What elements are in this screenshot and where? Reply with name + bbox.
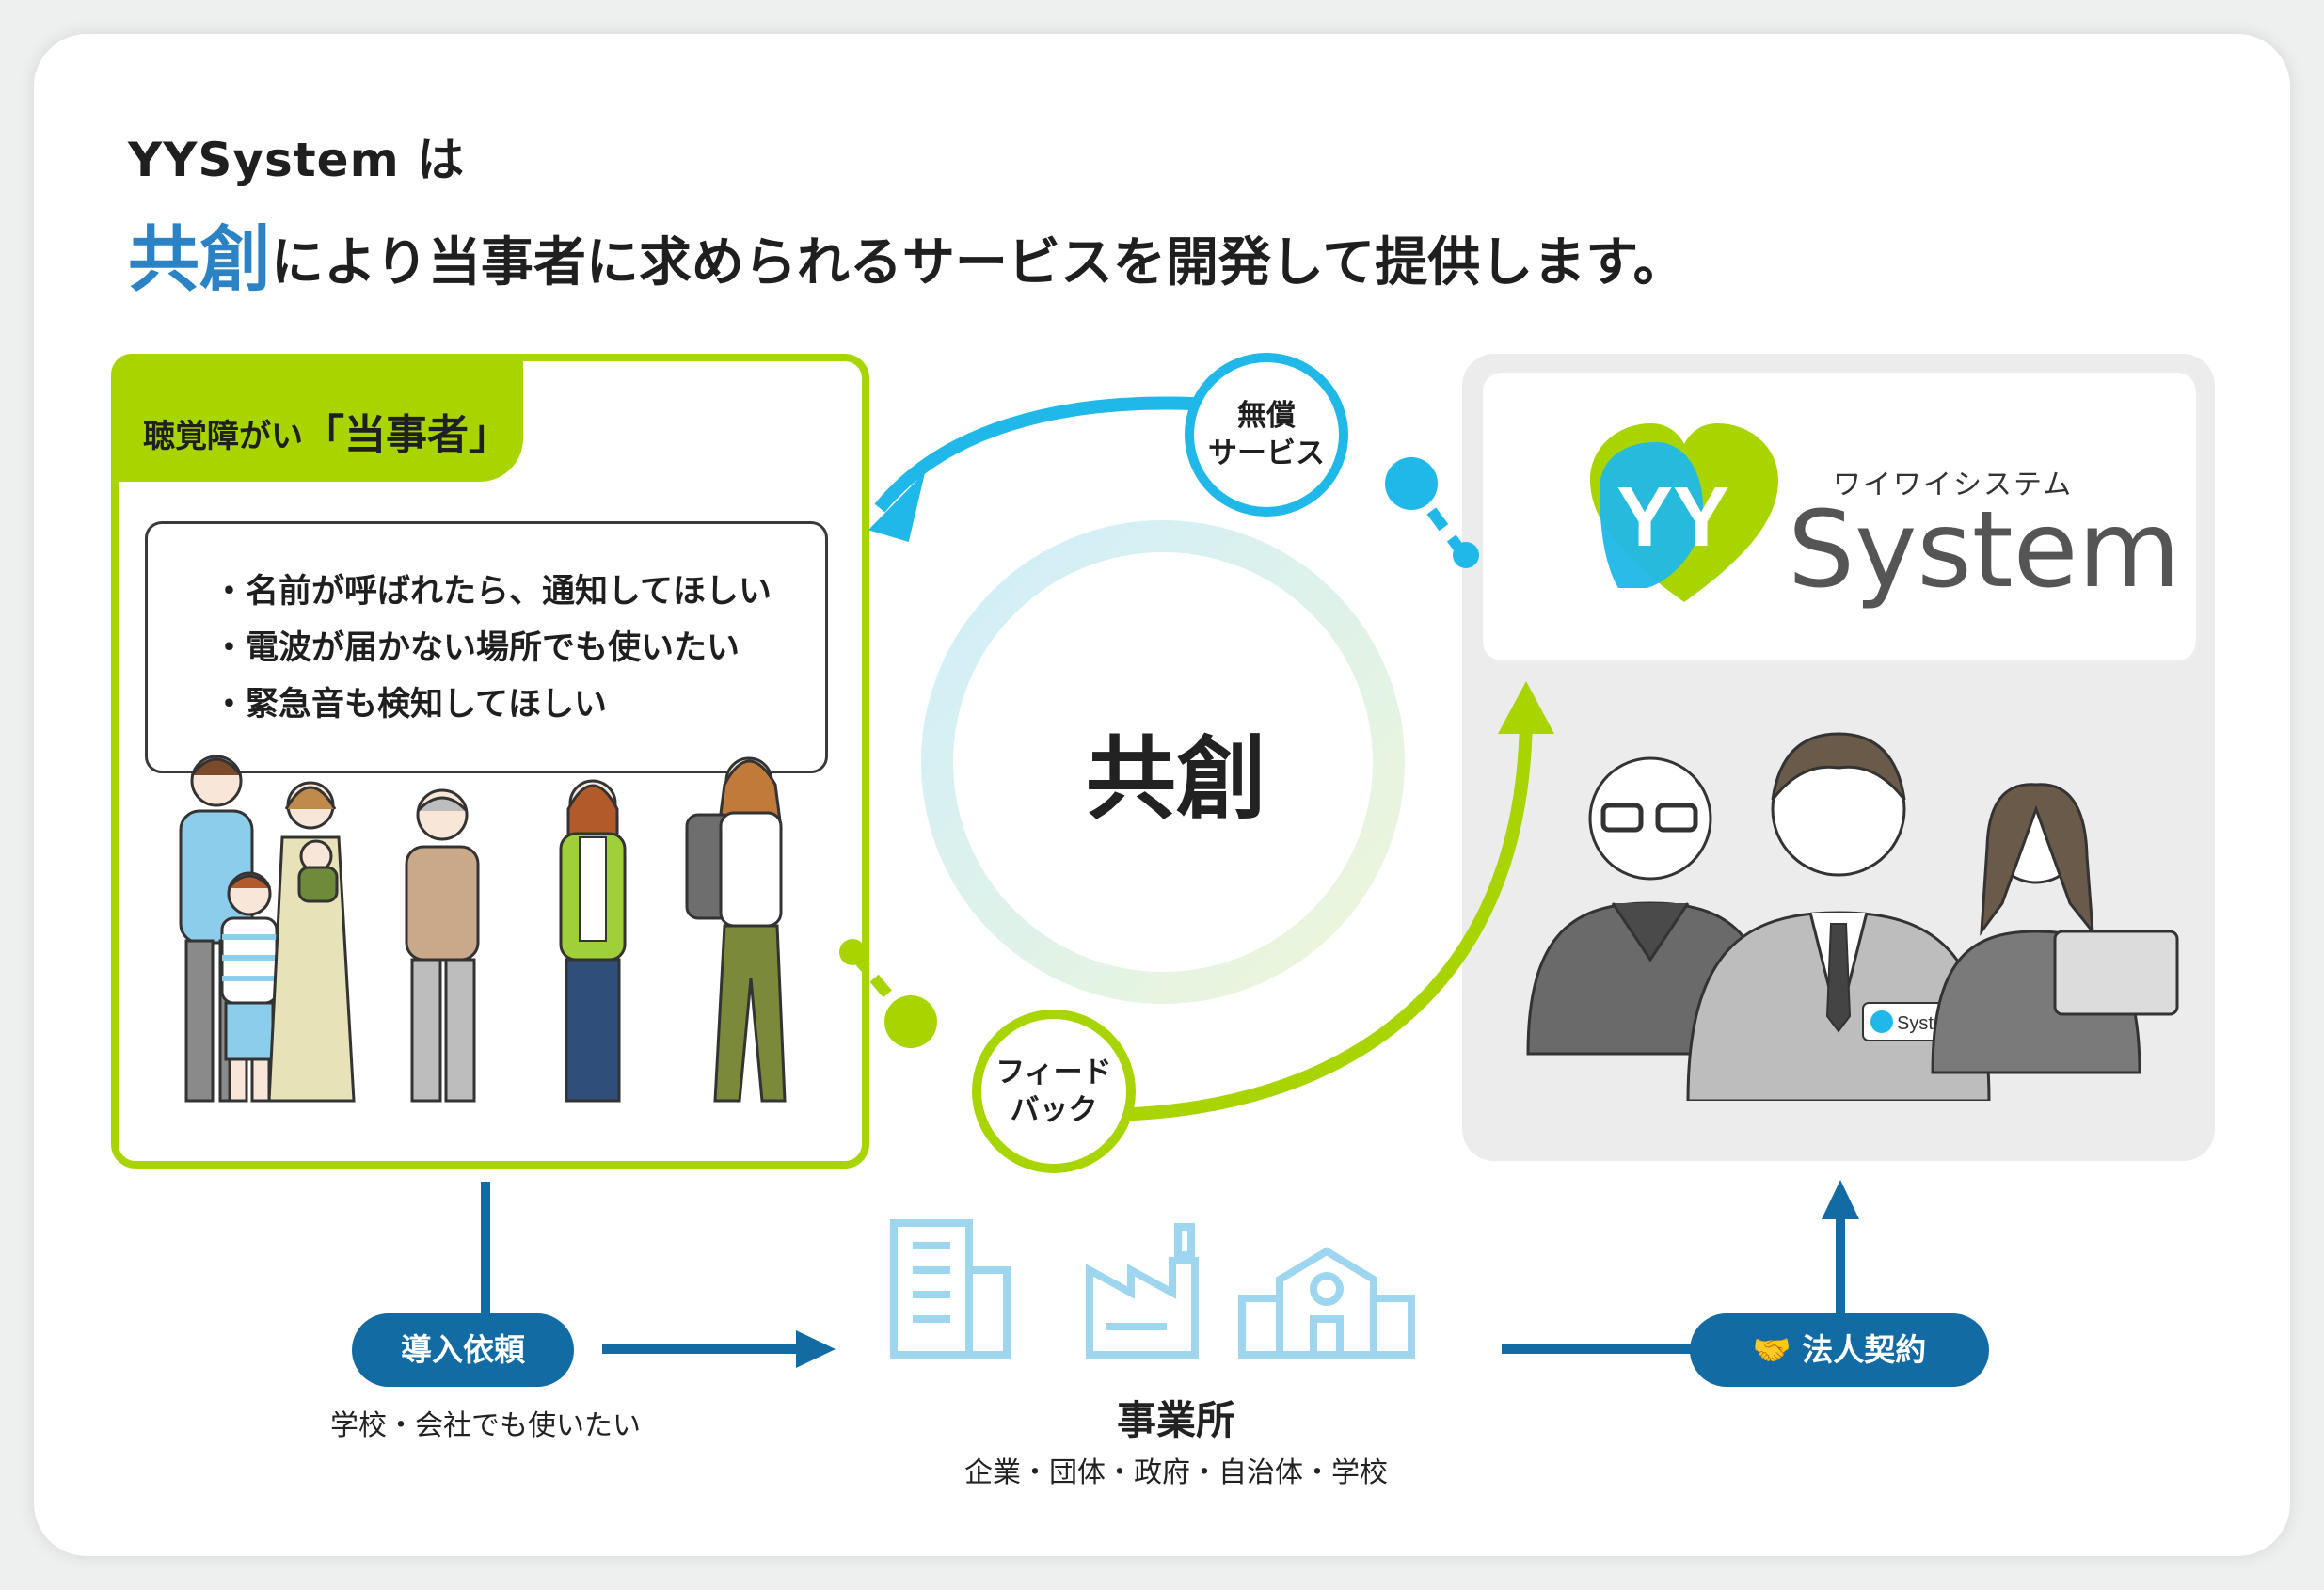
cocreation-center-label: 共創 (1086, 726, 1266, 832)
school-icon (1238, 1247, 1415, 1359)
factory-icon (1086, 1223, 1199, 1359)
staff-man-center-icon: System (1686, 732, 1991, 1101)
free-service-line: 無償 (1237, 399, 1296, 433)
staff-woman-laptop-icon (1931, 783, 2179, 1074)
need-item: ・電波が届かない場所でも使いたい (213, 629, 740, 667)
feedback-line: バック (1010, 1093, 1098, 1127)
need-item: ・名前が呼ばれたら、通知してほしい (213, 573, 772, 611)
feedback-node (972, 1010, 1136, 1173)
request-caption: 学校・会社でも使いたい (330, 1409, 641, 1442)
free-service-label: 無償 サービス (1191, 397, 1342, 472)
center-ring (921, 520, 1405, 1004)
header-highlight: 共創 (128, 217, 271, 301)
needs-speech-bubble (145, 521, 828, 773)
need-item: ・緊急音も検知してほしい (213, 686, 607, 723)
request-pill: 導入依頼 (352, 1313, 574, 1387)
contract-pill: 🤝 法人契約 (1690, 1313, 1989, 1387)
users-tab-label: 聴覚障がい「当事者」 (143, 401, 510, 461)
logo-mark-text: YY (1616, 470, 1729, 564)
person-child-icon (220, 871, 279, 1103)
users-tab-prefix: 聴覚障がい (143, 418, 303, 455)
logo-wordmark: System (1788, 489, 2181, 612)
yy-heart-logo-icon: YY (1590, 423, 1778, 602)
person-elder-icon (405, 788, 480, 1103)
person-mother-icon (267, 781, 356, 1103)
person-backpacker-icon (685, 756, 787, 1103)
header-title: 共創により当事者に求められるサービスを開発して提供します。 (128, 201, 1686, 305)
office-subtitle: 企業・団体・政府・自治体・学校 (964, 1456, 1388, 1489)
staff-people-illustration: System (1526, 732, 2179, 1101)
free-service-line: サービス (1208, 437, 1325, 470)
users-people-illustration (179, 755, 787, 1103)
office-title: 事業所 (1116, 1397, 1235, 1443)
handshake-icon: 🤝 (1752, 1331, 1791, 1368)
feedback-line: フィード (995, 1056, 1112, 1089)
users-tab-main: 「当事者」 (303, 411, 510, 459)
person-woman-icon (559, 779, 627, 1103)
free-service-arrow (874, 396, 1215, 513)
header-title-rest: により当事者に求められるサービスを開発して提供します。 (271, 232, 1686, 294)
feedback-arrow (1109, 714, 1533, 1121)
office-buildings (890, 1219, 1415, 1359)
laptop-icon (2053, 930, 2179, 1016)
contract-label: 法人契約 (1802, 1331, 1927, 1368)
users-tab (111, 354, 523, 482)
office-building-icon (890, 1219, 1011, 1359)
header-subtitle: YYSystem は (128, 133, 466, 187)
feedback-label: フィード バック (979, 1054, 1129, 1129)
free-service-node (1185, 353, 1348, 517)
logo-kana: ワイワイシステム (1833, 469, 2074, 501)
